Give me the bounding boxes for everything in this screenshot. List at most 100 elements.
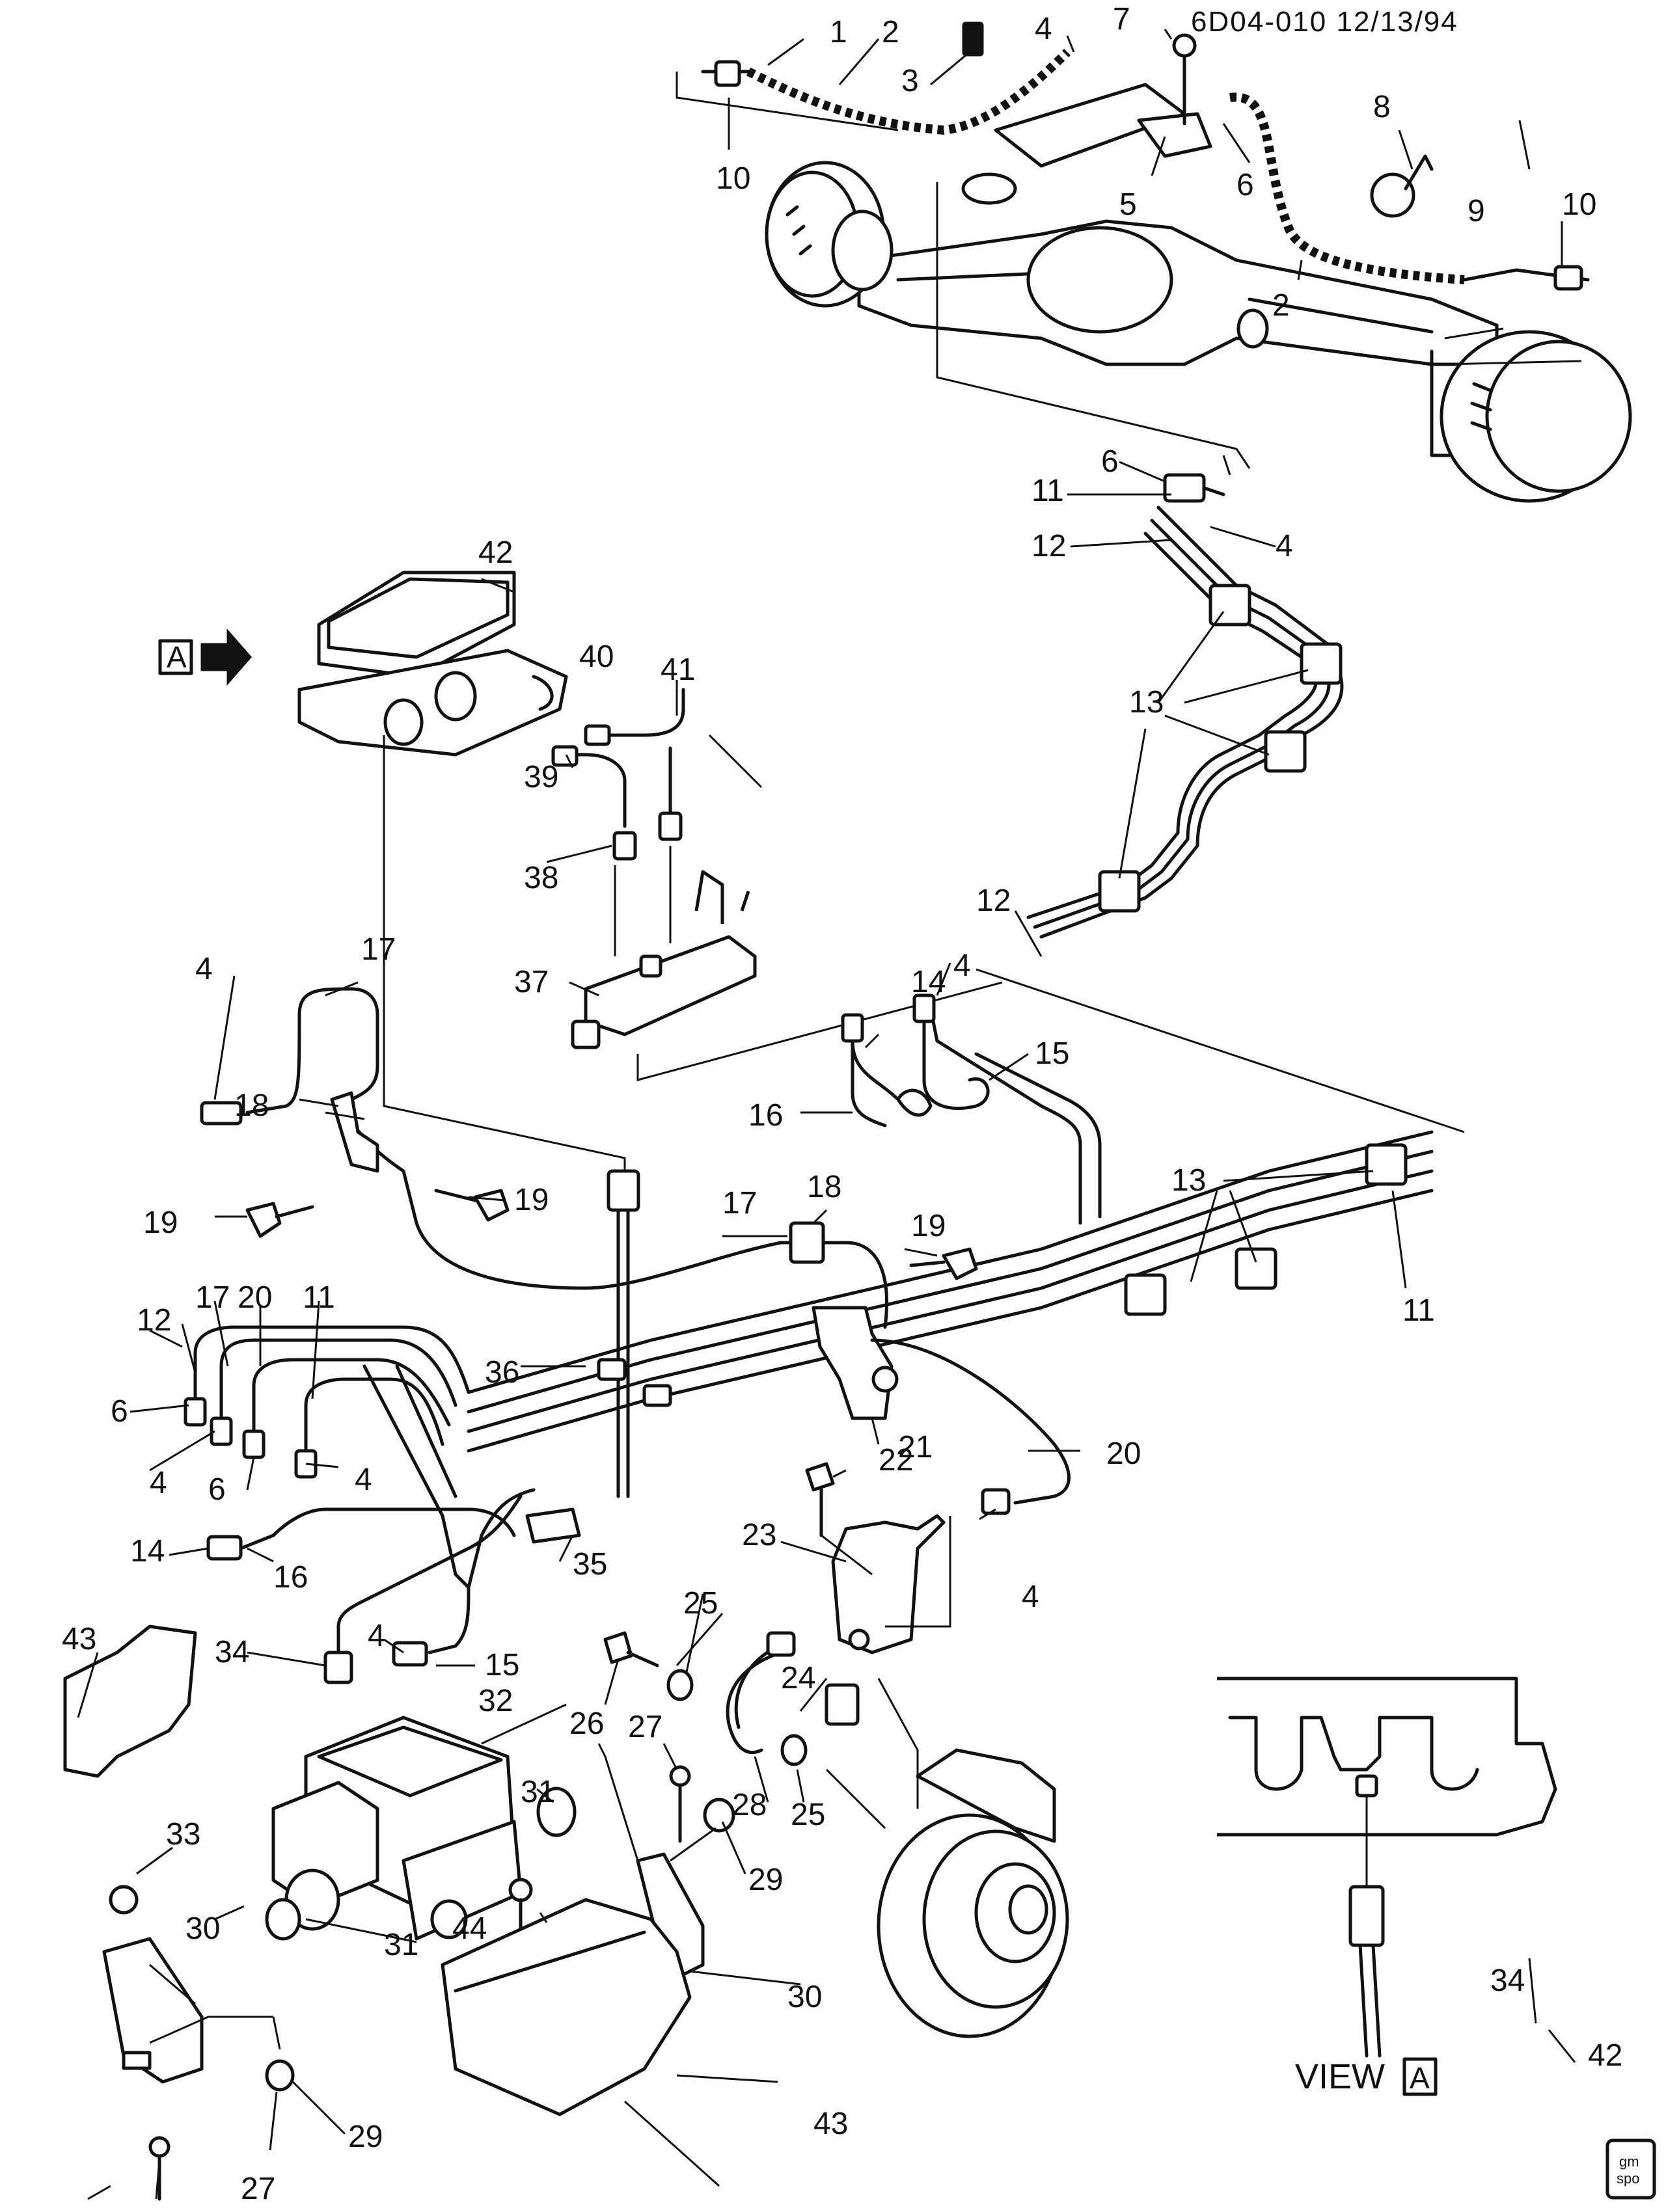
callout-12-mid: 12 (976, 883, 1011, 918)
fitting-14-center (841, 1013, 864, 1043)
clip-13-c (1264, 730, 1307, 773)
callout-31-upper: 31 (521, 1775, 555, 1809)
clip-13-g (1124, 1273, 1167, 1316)
callout-28: 28 (732, 1788, 767, 1822)
master-cylinder (297, 571, 568, 757)
combination-valve (571, 870, 757, 1049)
pipe-40-41 (584, 688, 685, 737)
callout-10-left: 10 (716, 161, 750, 196)
callout-14-left: 14 (130, 1534, 165, 1569)
callout-29-lower: 29 (348, 2120, 383, 2154)
rear-fitting-left (714, 60, 741, 87)
callout-leaders (77, 29, 1576, 2200)
fitting-41 (658, 811, 683, 841)
bolt-44 (508, 1878, 533, 1954)
clamp-center (642, 1384, 672, 1407)
bracket-43-lower (441, 1898, 692, 2116)
callout-43-left: 43 (62, 1622, 96, 1656)
clamp-36 (597, 1358, 627, 1381)
fitting-34-top (607, 1169, 640, 1212)
callout-18-left: 18 (234, 1088, 269, 1123)
main-pipe-bundle (467, 1006, 1434, 1453)
callout-13-upper: 13 (1129, 685, 1164, 720)
callout-11-cluster: 11 (303, 1280, 335, 1315)
callout-11-right: 11 (1402, 1293, 1435, 1328)
callout-43-lower: 43 (813, 2107, 848, 2141)
washer-25-a (666, 1669, 694, 1701)
callout-34-left: 34 (215, 1635, 249, 1669)
callout-1: 1 (830, 15, 847, 49)
logo-line2: spo (1617, 2170, 1639, 2187)
callout-2-top: 2 (882, 15, 899, 49)
callout-6-cluster: 6 (111, 1394, 128, 1429)
clip-13-a (1209, 584, 1251, 627)
rear-bracket-3 (962, 21, 984, 57)
callout-30-left: 30 (185, 1911, 220, 1946)
callout-27-upper: 27 (628, 1710, 662, 1744)
callout-26: 26 (569, 1706, 604, 1741)
callout-34-view: 34 (1490, 1963, 1525, 1998)
nut-33 (109, 1885, 139, 1915)
callout-6-top: 6 (1236, 168, 1254, 202)
rear-clip-8 (1370, 154, 1434, 218)
bracket-43-left (63, 1625, 197, 1778)
callout-19-right-of-18: 19 (514, 1183, 549, 1217)
clip-18-left (330, 1091, 379, 1173)
nut-29-upper (703, 1798, 735, 1833)
pipes-14-15-16-center (851, 1006, 990, 1117)
rear-brake-lines (1026, 506, 1344, 939)
callout-25-upper: 25 (683, 1586, 718, 1621)
callout-35: 35 (573, 1547, 607, 1582)
callout-4-lower: 4 (368, 1619, 385, 1653)
callout-4-upper: 4 (1276, 529, 1293, 563)
bolt-22 (805, 1462, 835, 1537)
callout-19-center: 19 (911, 1209, 946, 1243)
callout-38: 38 (524, 861, 558, 895)
hose-fitting-top (766, 1631, 796, 1657)
callout-21: 21 (898, 1430, 933, 1464)
callout-6-cluster-low: 6 (208, 1472, 226, 1507)
rear-brake-drum-right (1440, 330, 1632, 503)
callout-11-upper: 11 (1031, 474, 1064, 508)
gm-spo-logo: gm spo (1605, 2138, 1656, 2200)
callout-4-right-low: 4 (1022, 1580, 1039, 1614)
view-a-inset (1217, 1677, 1557, 2058)
callout-19-left: 19 (143, 1206, 178, 1240)
bolt-26 (603, 1631, 659, 1667)
callout-12-upper: 12 (1031, 529, 1066, 563)
callout-42-top: 42 (478, 535, 513, 570)
rear-fitting-right (1553, 265, 1583, 291)
callout-36: 36 (485, 1355, 519, 1390)
clip-13-b (1300, 642, 1343, 685)
washer-25-b (780, 1734, 808, 1766)
callout-13-lower: 13 (1171, 1163, 1206, 1198)
clip-24 (825, 1683, 860, 1726)
view-a-label: VIEW A (1295, 2057, 1438, 2096)
callout-25-lower: 25 (791, 1798, 825, 1832)
bracket-35 (525, 1507, 581, 1544)
callout-17-center: 17 (722, 1186, 757, 1221)
callout-7: 7 (1113, 2, 1130, 36)
callout-4-cluster-right: 4 (355, 1463, 372, 1497)
fitting-4-lower (392, 1641, 428, 1667)
callout-2-right: 2 (1272, 288, 1290, 323)
callout-44: 44 (452, 1911, 487, 1946)
callout-4-center: 4 (953, 949, 971, 983)
isolator-31-lower (265, 1898, 301, 1941)
clip-13-f (1235, 1247, 1277, 1290)
callout-33: 33 (166, 1817, 200, 1852)
callout-10-right: 10 (1562, 187, 1596, 222)
callout-4-top: 4 (1035, 12, 1052, 46)
callout-3: 3 (901, 64, 919, 98)
rear-hose-left (746, 49, 1071, 135)
view-a-arrow-letter: A (167, 640, 187, 674)
rear-leader-box (676, 72, 1251, 469)
callout-22: 22 (879, 1443, 913, 1477)
callout-17-cluster: 17 (195, 1280, 230, 1315)
bolt-19-c (909, 1247, 978, 1280)
ebcm-module (271, 1716, 523, 1941)
bolt-19-a (245, 1202, 314, 1238)
bracket-23 (831, 1514, 946, 1654)
view-label-letter: A (1410, 2061, 1430, 2095)
logo-line1: gm (1619, 2153, 1639, 2170)
